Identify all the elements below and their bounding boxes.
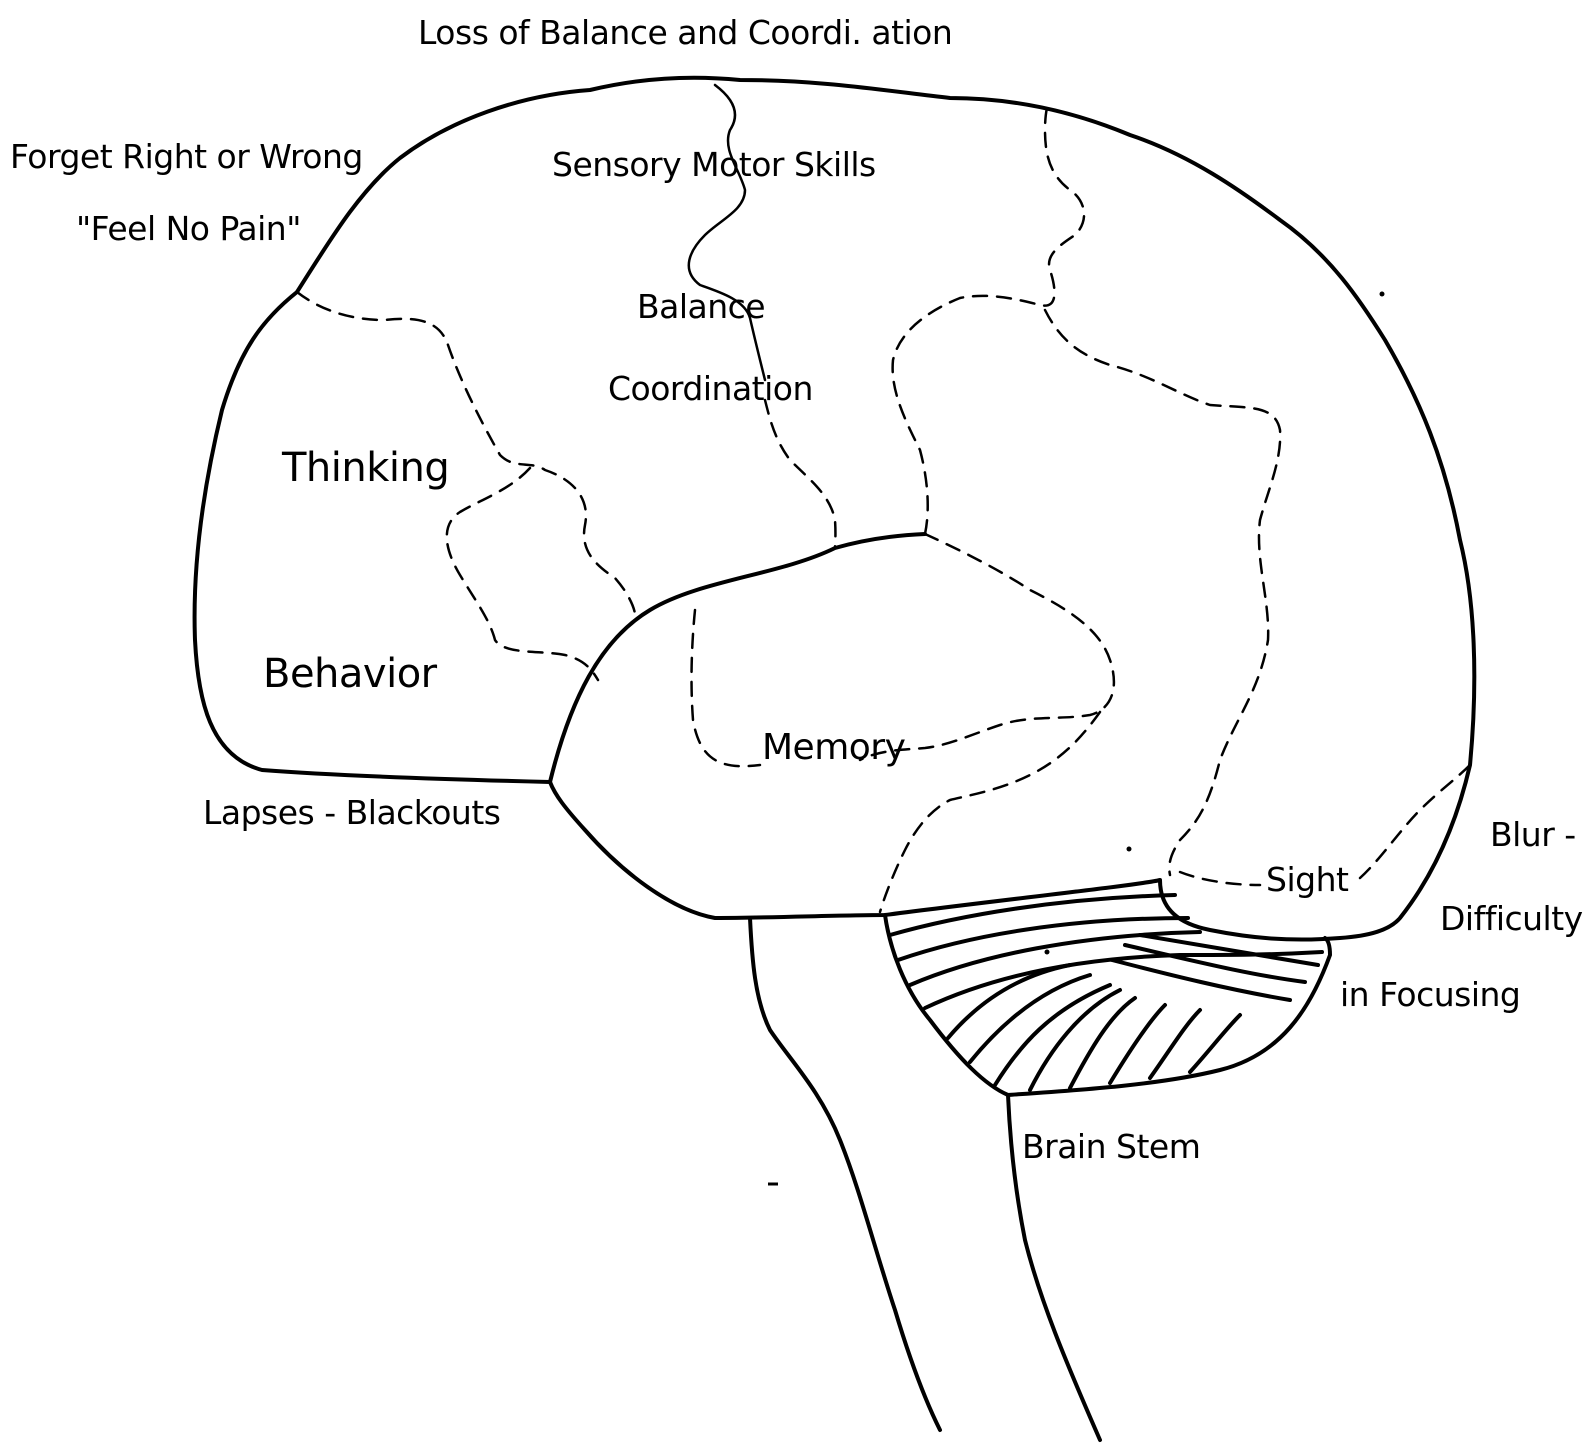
thinking-label: Thinking	[282, 448, 449, 488]
cerebellum-outline	[885, 915, 1330, 1095]
blur-label: Blur -	[1490, 818, 1576, 851]
memory-label: Memory	[762, 730, 905, 766]
prefrontal-loop	[447, 468, 598, 680]
speck	[1045, 950, 1050, 955]
sight-label: Sight	[1266, 863, 1348, 896]
occipital-boundary	[1045, 310, 1280, 875]
feel-no-pain-label: "Feel No Pain"	[76, 212, 301, 245]
lapses-blackouts-label: Lapses - Blackouts	[203, 796, 500, 829]
difficulty-label: Difficulty	[1440, 902, 1583, 935]
forget-right-wrong-label: Forget Right or Wrong	[10, 140, 363, 173]
speck	[1127, 847, 1132, 852]
temporal-lower-boundary	[880, 712, 1100, 912]
brain-stem-label: Brain Stem	[1022, 1130, 1200, 1163]
speck	[1380, 292, 1385, 297]
memory-region-lower	[692, 610, 760, 766]
central-sulcus-line	[689, 85, 765, 380]
cerebellum-stripes	[890, 895, 1322, 1090]
coordination-label: Coordination	[608, 372, 813, 405]
balance-label: Balance	[637, 290, 765, 323]
parietal-boundary	[893, 108, 1084, 534]
loss-of-balance-label: Loss of Balance and Coordi. ation	[418, 16, 952, 49]
sight-boundary	[1180, 872, 1260, 885]
motor-boundary	[765, 400, 835, 548]
behavior-label: Behavior	[263, 654, 437, 694]
in-focusing-label: in Focusing	[1340, 978, 1520, 1011]
sensory-motor-skills-label: Sensory Motor Skills	[552, 148, 876, 181]
